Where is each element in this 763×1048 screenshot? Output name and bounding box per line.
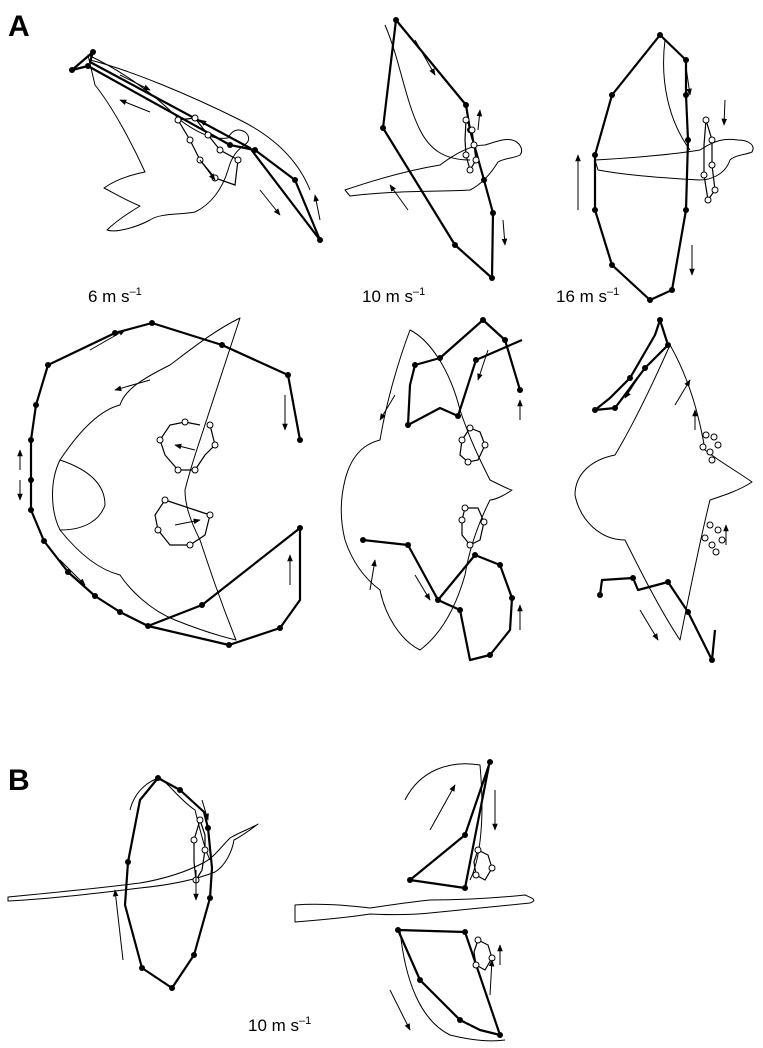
wingtip-dots xyxy=(28,320,303,648)
bird-outline xyxy=(295,895,534,922)
wingtip-path xyxy=(410,760,490,888)
top-view-10ms xyxy=(341,317,523,660)
speed-label-16ms: 16 m s–1 xyxy=(556,286,619,306)
wrist-path xyxy=(155,500,210,545)
side-view-6ms xyxy=(69,49,323,243)
top-view-16ms xyxy=(575,317,752,663)
wing-outline xyxy=(400,930,505,1041)
bird-outline xyxy=(595,139,753,180)
panel-label-b: B xyxy=(8,764,30,797)
direction-arrows xyxy=(20,330,290,585)
wrist-path xyxy=(460,428,485,462)
wingtip-path xyxy=(398,930,500,1035)
top-view-6ms xyxy=(20,318,303,648)
wrist-cluster-upper xyxy=(700,432,721,463)
wrist-path xyxy=(462,508,484,545)
panel-b-top-view xyxy=(295,759,534,1041)
wrist-dots xyxy=(459,425,488,548)
wingtip-path xyxy=(595,35,688,300)
tail-outline xyxy=(60,460,105,530)
direction-arrows xyxy=(390,40,505,245)
wrist-cluster-lower xyxy=(702,522,725,555)
wingtip-path xyxy=(383,20,493,278)
wingtip-dots xyxy=(69,49,323,243)
wingtip-path xyxy=(31,323,300,645)
panel-label-a: A xyxy=(8,10,30,43)
bird-outline xyxy=(53,318,241,640)
bird-outline xyxy=(341,330,512,650)
wingtip-path xyxy=(600,578,715,660)
wing-outline xyxy=(385,25,470,160)
side-view-16ms xyxy=(578,32,753,303)
direction-arrows xyxy=(625,375,726,640)
wrist-path xyxy=(160,422,215,470)
speed-label-6ms: 6 m s–1 xyxy=(88,286,142,306)
speed-label-10ms: 10 m s–1 xyxy=(362,286,425,306)
wingtip-dots xyxy=(592,317,715,663)
wingtip-path xyxy=(595,320,668,410)
wingtip-path xyxy=(408,320,522,425)
speed-label-b-10ms: 10 m s–1 xyxy=(248,1015,311,1035)
side-view-10ms xyxy=(345,17,522,281)
direction-arrows xyxy=(370,350,520,630)
panel-b-side-view xyxy=(8,775,258,991)
wrist-path xyxy=(178,118,238,185)
wingtip-dots xyxy=(380,17,496,281)
direction-arrows xyxy=(578,60,725,275)
